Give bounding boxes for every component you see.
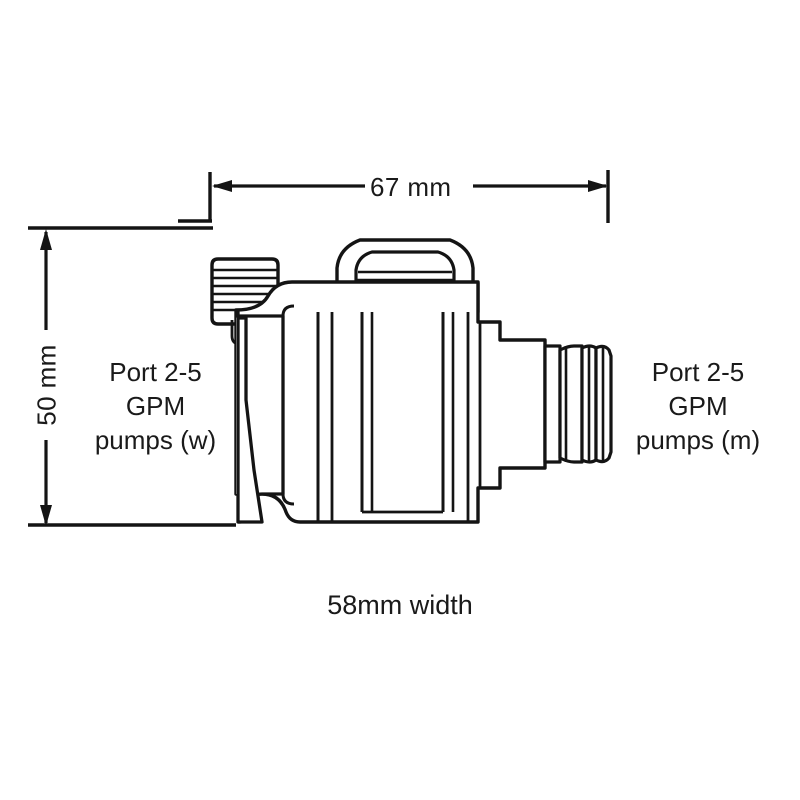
depth-caption: 58mm width (327, 590, 473, 620)
housing-notches (281, 304, 295, 506)
callout-left-line1: Port 2-5 (109, 357, 202, 387)
dimension-height-label: 50 mm (31, 344, 62, 426)
notch-lower (281, 493, 295, 506)
arrowhead-left (212, 180, 232, 192)
pump-housing (234, 280, 547, 524)
tapered-inlet-flange (236, 310, 285, 524)
callout-right-line1: Port 2-5 (651, 357, 745, 387)
callout-left-line3: pumps (w) (94, 425, 217, 455)
nozzle-base (543, 344, 562, 464)
arrowhead-top (40, 229, 52, 250)
arrowhead-bottom (40, 505, 52, 526)
callout-right-line3: pumps (m) (635, 425, 761, 455)
dimension-height-group (28, 226, 236, 527)
notch-upper (281, 304, 295, 317)
callout-right-port: Port 2-5 GPM pumps (m) (618, 355, 778, 457)
arrowhead-right (588, 180, 608, 192)
dome-cap (335, 238, 475, 286)
cap-inner-arch (354, 250, 456, 286)
dimension-width-group (178, 170, 610, 223)
barbed-outlet-nozzle (543, 344, 613, 464)
callout-left-port: Port 2-5 GPM pumps (w) (78, 355, 233, 457)
callout-left-line2: GPM (125, 391, 186, 421)
callout-right-line2: GPM (668, 391, 728, 421)
nozzle-barb-1 (558, 344, 584, 464)
dimension-width-label: 67 mm (370, 172, 452, 202)
